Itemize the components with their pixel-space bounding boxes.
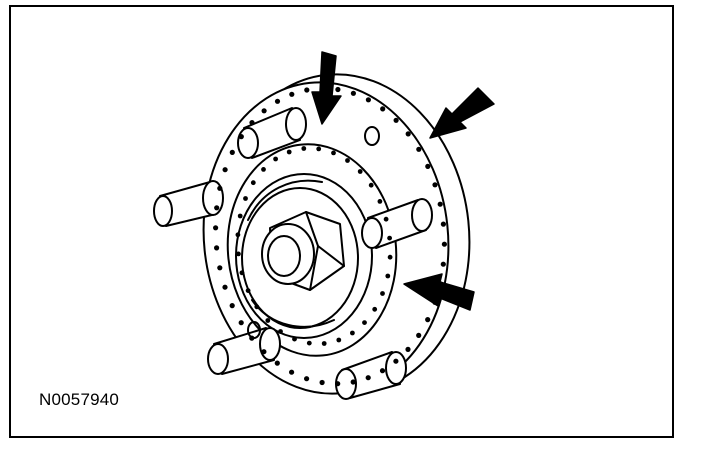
sealant-dot (387, 235, 392, 241)
sealant-dot (321, 341, 327, 346)
sealant-dot (380, 291, 385, 296)
sealant-dot (350, 90, 356, 96)
sealant-dot (274, 98, 281, 104)
sealant-dot (405, 346, 411, 352)
lug-stud-right (361, 198, 433, 249)
sealant-dot (261, 108, 267, 114)
arrow-icon (429, 87, 495, 139)
sealant-dot (249, 120, 255, 126)
sealant-dot (243, 196, 248, 201)
sealant-dot (368, 182, 374, 188)
sealant-dot (357, 169, 363, 174)
sealant-dot (372, 306, 378, 312)
sealant-dot (335, 86, 341, 93)
sealant-dot (377, 199, 383, 204)
sealant-dot (214, 205, 220, 211)
arrow-icon (403, 273, 475, 311)
sealant-dot (274, 360, 280, 366)
sealant-dot (254, 304, 260, 310)
sealant-dot (261, 167, 266, 172)
lug-stud-lower-right (335, 351, 407, 400)
hub-recess-inner (241, 187, 359, 329)
sealant-dot (385, 273, 391, 279)
sealant-dot (261, 349, 267, 355)
hub-recess-outer (235, 173, 373, 339)
sealant-dot (440, 261, 446, 267)
sealant-dot (362, 320, 367, 325)
sealant-dot (213, 225, 219, 231)
sealant-dot (387, 254, 393, 260)
sealant-dot (235, 232, 241, 238)
sealant-dot (238, 320, 244, 326)
sealant-dot (345, 158, 350, 163)
sealant-dot (379, 368, 386, 374)
sealant-dot (350, 330, 355, 336)
sealant-dot (250, 180, 256, 186)
sealant-dot (380, 106, 386, 112)
figure-id-label: N0057940 (39, 390, 120, 409)
sealant-dot (249, 335, 255, 341)
lug-stud-lower-left (207, 327, 281, 375)
sealant-dot (229, 303, 235, 309)
sealant-dot (217, 265, 223, 271)
sealant-dot (432, 182, 438, 188)
sealant-dot (289, 369, 295, 375)
sealant-dot (245, 288, 251, 293)
sealant-dot (304, 87, 310, 93)
sealant-dot (286, 149, 292, 155)
sealant-dot (440, 221, 446, 227)
flange-hole-upper (364, 126, 380, 146)
sealant-dot (437, 201, 443, 207)
sealant-dot (441, 241, 447, 247)
sealant-dot (292, 336, 297, 342)
sealant-dot (405, 131, 411, 137)
sealant-dot (416, 332, 422, 338)
arrow-icon (311, 51, 342, 125)
sealant-dot (383, 216, 389, 222)
sealant-dot (237, 213, 243, 219)
sealant-dot (214, 245, 220, 251)
sealant-dot (217, 185, 223, 191)
sealant-dot (416, 146, 422, 152)
sealant-dot (304, 376, 310, 382)
sealant-dot (236, 251, 241, 257)
sealant-dot (265, 318, 271, 323)
sealant-dot (365, 97, 371, 103)
sealant-dot (425, 163, 431, 169)
sealant-dot (365, 375, 371, 381)
sealant-dot (278, 329, 283, 334)
sealant-dot (335, 381, 341, 387)
sealant-dot (306, 340, 312, 346)
sealant-dot (425, 317, 431, 323)
sealant-dot (239, 270, 245, 276)
sealant-dot (316, 146, 322, 152)
sealant-dot (319, 379, 325, 386)
sealant-dot (350, 379, 356, 385)
sealant-dot (222, 284, 228, 290)
sealant-dot (393, 117, 399, 123)
sealant-dot (393, 358, 399, 364)
sealant-dot (289, 91, 295, 97)
sealant-dot (229, 149, 235, 155)
sealant-dot (238, 134, 244, 140)
lug-stud-upper (237, 107, 307, 159)
sealant-dot (331, 150, 336, 156)
sealant-dot (336, 337, 342, 343)
sealant-dot (301, 146, 307, 151)
sealant-dot (273, 156, 278, 162)
sealant-dot (222, 167, 228, 173)
